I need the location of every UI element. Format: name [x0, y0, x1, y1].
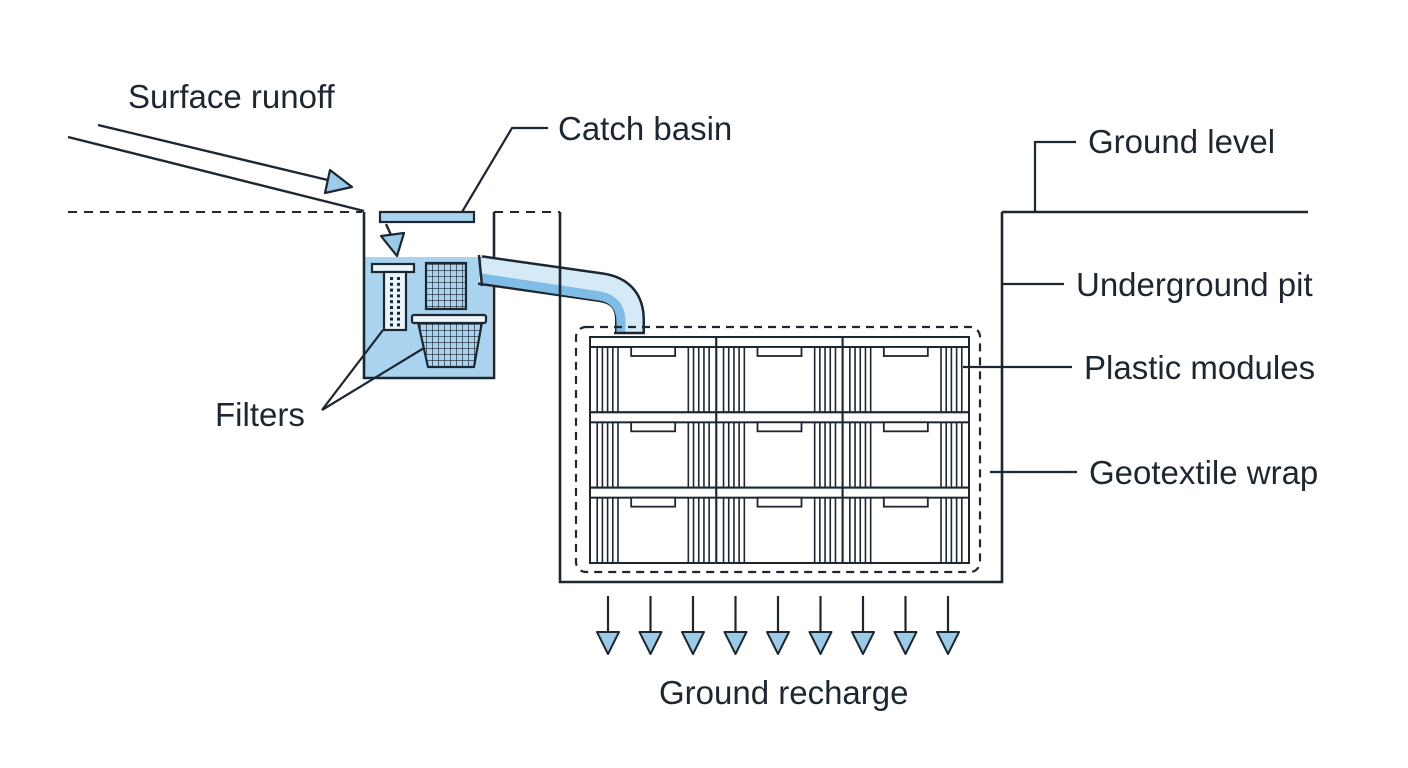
ground-level-label: Ground level [1088, 123, 1276, 160]
plastic-modules-label: Plastic modules [1084, 349, 1316, 386]
ground-recharge-label: Ground recharge [659, 674, 909, 711]
catch-basin-leader [461, 126, 548, 213]
underground-pit-label: Underground pit [1076, 266, 1313, 303]
catch-basin [362, 210, 496, 380]
plastic-module [589, 411, 718, 489]
catch-basin-grate [378, 210, 476, 224]
plastic-module [715, 336, 844, 414]
geotextile-wrap [574, 325, 982, 574]
plastic-module [715, 486, 844, 564]
plastic-module [841, 486, 971, 564]
recharge-arrow [893, 596, 918, 655]
recharge-arrow [766, 596, 790, 655]
runoff-arrow-head [323, 168, 354, 195]
filter-cartridge [370, 262, 416, 332]
connecting-pipe [477, 254, 645, 335]
plastic-module [841, 411, 971, 489]
recharge-arrow [808, 596, 833, 655]
catch-basin-label: Catch basin [558, 110, 733, 147]
plastic-module [841, 336, 971, 414]
filter-basket [410, 313, 488, 369]
ground-recharge-arrows [596, 596, 960, 655]
recharge-arrow [723, 596, 748, 655]
surface-runoff-label: Surface runoff [128, 78, 335, 115]
filter-screen [424, 261, 468, 311]
inflow-arrow-head [379, 231, 406, 258]
plastic-module [589, 336, 718, 414]
filters-leader-lines [321, 329, 425, 411]
recharge-arrow [681, 596, 705, 655]
recharge-arrow [596, 596, 620, 655]
plastic-module [715, 411, 844, 489]
recharge-arrow [936, 596, 960, 655]
plastic-modules [589, 336, 971, 564]
plastic-module [589, 486, 718, 564]
filters-label: Filters [215, 396, 305, 433]
recharge-arrow [851, 596, 875, 655]
surface-runoff-arrows [67, 123, 365, 213]
recharge-arrow [638, 596, 663, 655]
geotextile-wrap-label: Geotextile wrap [1089, 454, 1319, 491]
ground-level-leader [1033, 140, 1076, 212]
underground-pit [558, 212, 1004, 584]
